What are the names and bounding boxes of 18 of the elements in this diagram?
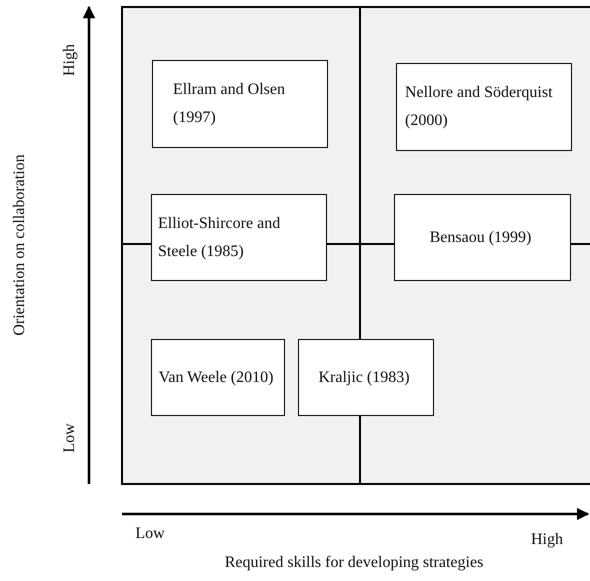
axis-level-label: High [531,531,563,549]
author-citation: Van Weele (2010) [158,368,274,388]
axis-title: Required skills for developing strategies [224,554,484,572]
author-citation: Ellram and Olsen (1997) [173,80,286,128]
author-box [394,194,571,281]
axis-level-label: Low [135,525,165,543]
author-citation: Elliot-Shircore and Steele (1985) [158,214,282,262]
axis-level-label: High [61,44,79,76]
axis-title: Orientation on collaboration [11,154,29,336]
author-citation: Kraljic (1983) [318,368,410,388]
author-box [151,339,285,416]
author-box [396,63,572,151]
author-citation: Bensaou (1999) [430,228,532,248]
author-box [152,60,328,148]
author-citation: Nellore and Söderquist (2000) [405,83,554,131]
axis-level-label: Low [61,423,79,453]
author-box [151,194,327,281]
author-box [298,339,434,416]
